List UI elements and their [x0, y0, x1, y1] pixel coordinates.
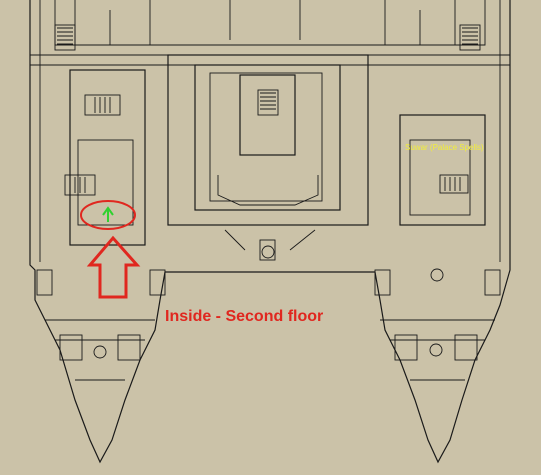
stair-room: [239, 74, 296, 156]
side-bay: [484, 269, 501, 296]
central-arch: [217, 175, 319, 206]
right-hull-stairs-b: [454, 334, 478, 361]
central-inner-wall: [194, 64, 341, 211]
hull-inner: [39, 0, 501, 262]
left-room: [77, 139, 134, 226]
central-steps: [190, 224, 345, 251]
hull-decks: [45, 319, 495, 381]
center-hatch: [261, 245, 275, 259]
left-stairs: [64, 174, 96, 196]
side-bay: [374, 269, 391, 296]
stairs-top-left: [54, 24, 76, 51]
annotation-text: Inside - Second floor: [165, 308, 324, 325]
left-hull-stairs-a: [59, 334, 83, 361]
left-hull-stairs-b: [117, 334, 141, 361]
right-room: [409, 139, 471, 216]
left-hull-hatch: [93, 345, 107, 359]
stairs-steps: [444, 177, 461, 191]
red-circle-highlight: [80, 200, 136, 230]
hull-outline: [29, 0, 511, 464]
right-hull-stairs-a: [394, 334, 418, 361]
stairs-steps: [57, 27, 73, 45]
stairs-steps: [69, 177, 86, 193]
central-door: [259, 239, 276, 261]
stairs-top-right: [459, 24, 481, 51]
central-hall: [167, 54, 369, 226]
stairs-center: [257, 89, 279, 116]
side-bay: [149, 269, 166, 296]
stairs-steps: [462, 27, 478, 45]
central-inner-room: [209, 72, 323, 202]
stairs-steps: [94, 97, 111, 113]
red-arrow-up-icon: [86, 235, 141, 299]
npc-label[interactable]: Suwar (Palace Spells): [405, 143, 484, 152]
right-hatch: [430, 268, 444, 282]
right-wing: [399, 114, 486, 226]
right-hull-hatch: [429, 343, 443, 357]
player-marker-icon: [102, 206, 114, 222]
right-stairs: [439, 174, 469, 194]
left-stairs-top: [84, 94, 121, 116]
stairs-steps: [260, 92, 276, 110]
side-bay: [36, 269, 53, 296]
